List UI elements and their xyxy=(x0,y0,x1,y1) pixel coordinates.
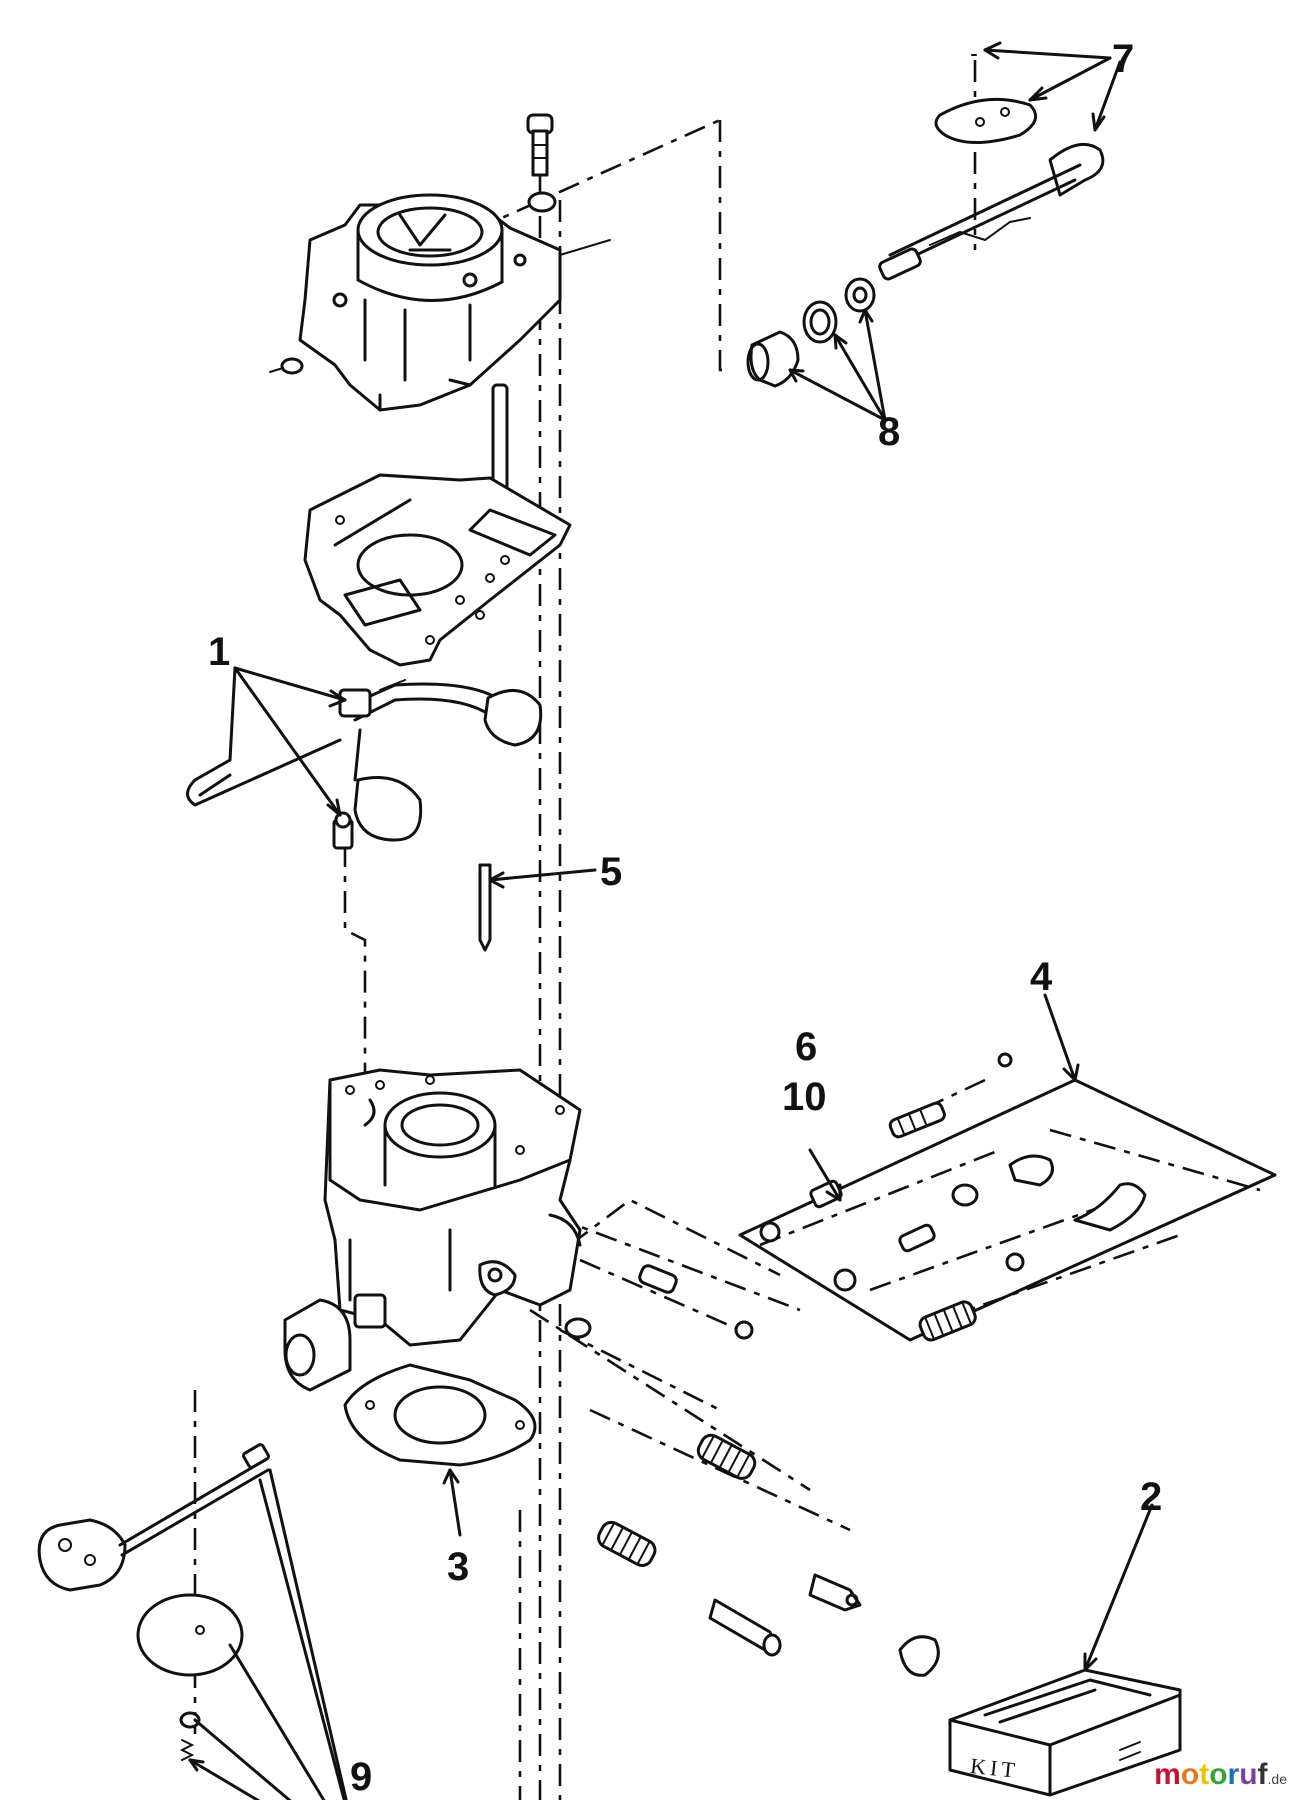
kit-box-label: KIT xyxy=(969,1753,1020,1783)
callout-5: 5 xyxy=(600,850,622,894)
assembly-guide-lines xyxy=(193,60,977,1800)
callout-1: 1 xyxy=(208,630,230,674)
carburetor-main-body xyxy=(323,1068,582,1347)
callout-9: 9 xyxy=(350,1755,372,1799)
callout-3: 3 xyxy=(447,1545,469,1589)
float-assembly xyxy=(186,679,543,842)
watermark-letter: f xyxy=(1257,1758,1268,1791)
watermark-letter: o xyxy=(1180,1758,1200,1791)
top-screw xyxy=(526,113,557,213)
watermark-letter: o xyxy=(1209,1758,1228,1791)
callout-4: 4 xyxy=(1030,955,1053,999)
callout-7: 7 xyxy=(1112,37,1134,81)
throttle-shaft-assembly xyxy=(37,1293,387,1761)
watermark-letter: r xyxy=(1227,1758,1240,1791)
callout-6: 6 xyxy=(795,1025,817,1069)
pin xyxy=(491,383,509,492)
small-pin xyxy=(478,863,492,952)
upper-gasket xyxy=(303,473,572,667)
leader-lines xyxy=(188,41,1154,1800)
side-jet-parts xyxy=(564,1264,940,1677)
site-watermark: motoruf.de xyxy=(1154,1758,1287,1792)
choke-seal-parts xyxy=(746,277,876,388)
callout-numbers: 7 8 1 5 4 6 10 3 2 9 xyxy=(208,37,1162,1799)
choke-shaft-assembly xyxy=(878,54,1105,281)
callout-8: 8 xyxy=(878,410,900,454)
needle-valve xyxy=(332,811,354,850)
watermark-letter: m xyxy=(1154,1758,1181,1791)
watermark-rest: motoruf xyxy=(1154,1758,1267,1791)
kit-box: KIT xyxy=(948,1668,1182,1797)
carburetor-upper-body xyxy=(269,193,611,412)
watermark-tld: .de xyxy=(1267,1771,1287,1787)
base-gasket xyxy=(343,1363,537,1467)
watermark-letter: t xyxy=(1199,1758,1210,1791)
callout-2: 2 xyxy=(1140,1475,1162,1519)
watermark-letter: u xyxy=(1239,1758,1258,1791)
callout-10: 10 xyxy=(782,1075,827,1119)
